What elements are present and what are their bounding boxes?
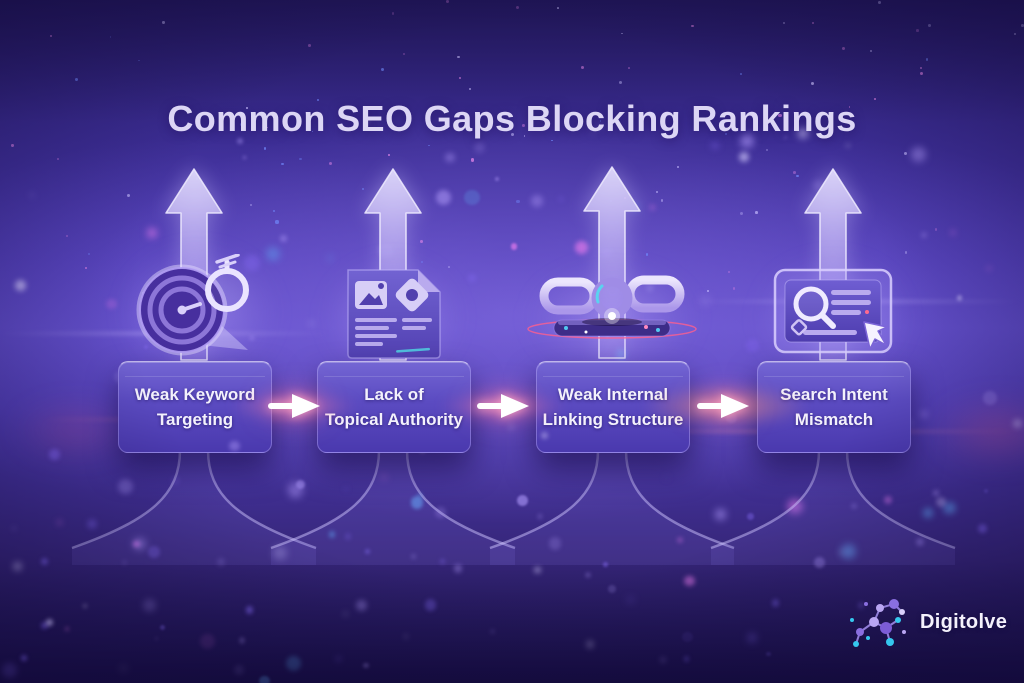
brand-logo: Digitolve (846, 592, 1007, 652)
molecule-logo-icon (850, 599, 906, 647)
page-title: Common SEO Gaps Blocking Rankings (167, 98, 857, 140)
brand-name: Digitolve (920, 610, 1008, 633)
